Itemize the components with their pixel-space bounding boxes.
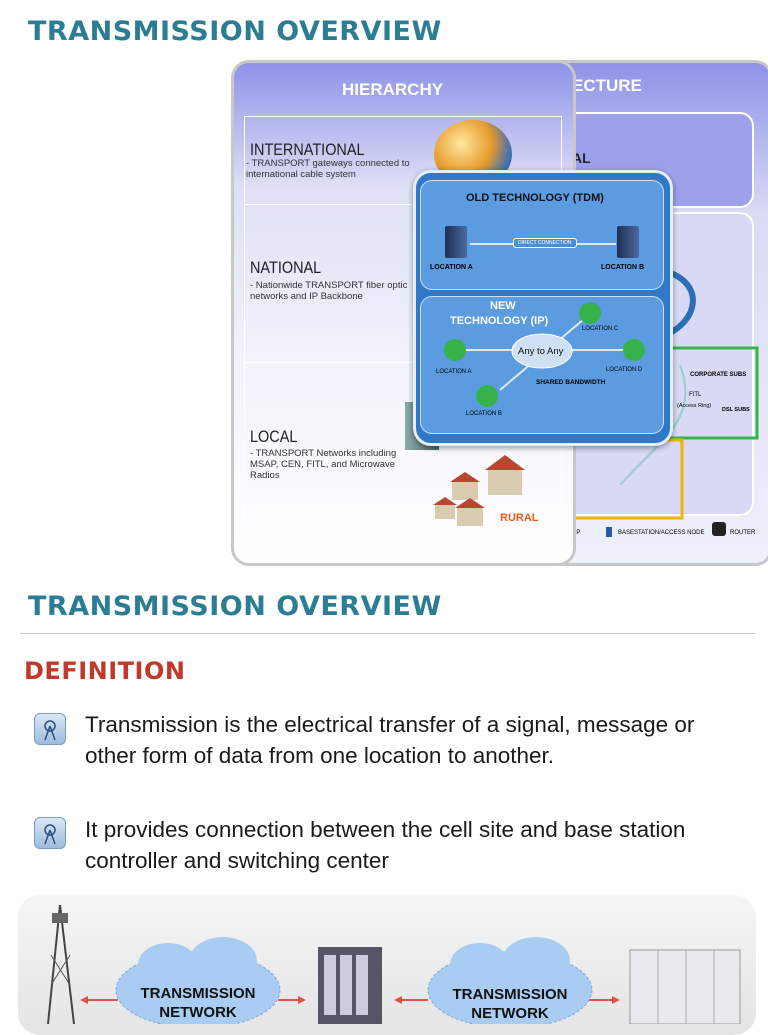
cloud-2-line-2: NETWORK (471, 1005, 549, 1022)
bsc-rack-icon (318, 947, 382, 1024)
architecture-title: ECTURE (572, 76, 642, 95)
national-heading: NATIONAL (250, 258, 322, 277)
direct-connection-label: DIRECT CONNECTION (513, 238, 577, 248)
arch-al-text: AL (572, 150, 591, 166)
rural-label: RURAL (500, 512, 539, 524)
cloud-1-line-1: TRANSMISSION (140, 985, 256, 1002)
corporate-subs-label: CORPORATE SUBS (690, 372, 747, 378)
cloud-1-line-2: NETWORK (159, 1004, 237, 1021)
national-desc: - Nationwide TRANSPORT fiber optic netwo… (250, 280, 408, 302)
fitl-label: FITL (689, 392, 702, 398)
cloud-2-line-1: TRANSMISSION (452, 986, 568, 1003)
server-a-icon (445, 226, 467, 258)
dsl-subs-label: DSL SUBS (722, 407, 750, 413)
cloud-icon (115, 937, 281, 1024)
cloud-1-label: TRANSMISSION NETWORK (118, 984, 278, 1022)
antenna-icon (34, 713, 66, 745)
router-legend-icon (712, 522, 726, 536)
new-loc-a: LOCATION A (436, 369, 472, 375)
section-title: TRANSMISSION OVERVIEW (28, 591, 442, 622)
antenna-icon (34, 817, 66, 849)
hierarchy-divider-1 (244, 204, 560, 205)
legend-base: BASESTATION/ACCESS NODE (618, 530, 705, 536)
server-b-icon (617, 226, 639, 258)
switching-center-icon (629, 949, 741, 1024)
bullet-text-2: It provides connection between the cell … (85, 817, 686, 873)
new-loc-c: LOCATION C (582, 326, 619, 332)
cell-tower-icon (47, 904, 75, 1024)
access-ring-label: (Access Ring) (677, 403, 712, 409)
new-tech-title-1: NEW (490, 300, 516, 312)
hierarchy-title: HIERARCHY (342, 80, 444, 99)
new-tech-title-2: TECHNOLOGY (IP) (450, 315, 549, 327)
local-desc: - TRANSPORT Networks including MSAP, CEN… (250, 448, 397, 481)
new-loc-d: LOCATION D (606, 367, 643, 373)
definition-heading: DEFINITION (24, 657, 186, 685)
ip-network-svg (444, 302, 645, 407)
bullet-text-1: Transmission is the electrical transfer … (85, 712, 695, 768)
local-heading: LOCAL (250, 427, 298, 446)
new-loc-b: LOCATION B (466, 411, 502, 417)
old-loc-b: LOCATION B (601, 264, 645, 271)
shared-bandwidth-label: SHARED BANDWIDTH (536, 379, 606, 386)
houses-icon (433, 455, 525, 526)
legend-hp: HP (572, 530, 581, 536)
hierarchy-divider-2 (244, 362, 560, 363)
old-tech-title: OLD TECHNOLOGY (TDM) (466, 192, 604, 204)
network-strip-svg (47, 904, 741, 1024)
legend-router: ROUTER (730, 530, 756, 536)
cloud-icon (427, 937, 593, 1024)
cloud-2-label: TRANSMISSION NETWORK (430, 985, 590, 1023)
basestation-legend-icon (606, 527, 612, 537)
international-heading: INTERNATIONAL (250, 140, 365, 159)
any-to-any-label: Any to Any (518, 346, 564, 357)
divider (20, 633, 755, 634)
international-desc: - TRANSPORT gateways connected to intern… (246, 158, 410, 180)
page-title: TRANSMISSION OVERVIEW (28, 16, 442, 47)
old-loc-a: LOCATION A (430, 264, 473, 271)
